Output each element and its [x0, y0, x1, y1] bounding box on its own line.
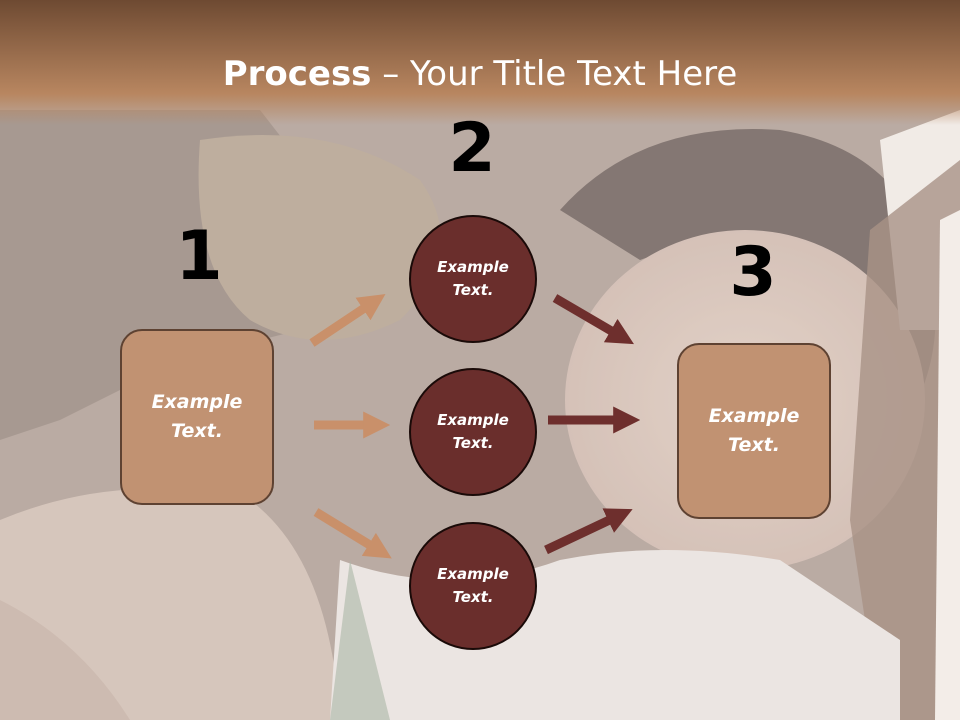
circle-top-label: Example Text.: [437, 258, 509, 299]
step-3-box: Example Text.: [677, 343, 831, 519]
title-rest: – Your Title Text Here: [371, 54, 738, 94]
circle-middle: Example Text.: [409, 368, 537, 496]
title-bold: Process: [222, 54, 372, 94]
arrow-down-dark: [552, 294, 634, 345]
circle-bottom-label: Example Text.: [437, 565, 509, 606]
step-number-2: 2: [448, 109, 496, 188]
circle-top: Example Text.: [409, 215, 537, 343]
page-title: Process – Your Title Text Here: [0, 52, 960, 96]
title-bar: [0, 0, 960, 125]
circle-middle-label: Example Text.: [437, 411, 509, 452]
arrow-up-dark: [544, 508, 633, 555]
step-number-1: 1: [175, 217, 223, 296]
step-1-label: Example Text.: [151, 391, 243, 442]
step-number-3: 3: [729, 233, 777, 312]
arrow-down-tan: [313, 508, 392, 559]
circle-bottom: Example Text.: [409, 522, 537, 650]
arrow-up-tan: [309, 294, 386, 347]
step-3-label: Example Text.: [708, 405, 800, 456]
step-1-box: Example Text.: [120, 329, 274, 505]
